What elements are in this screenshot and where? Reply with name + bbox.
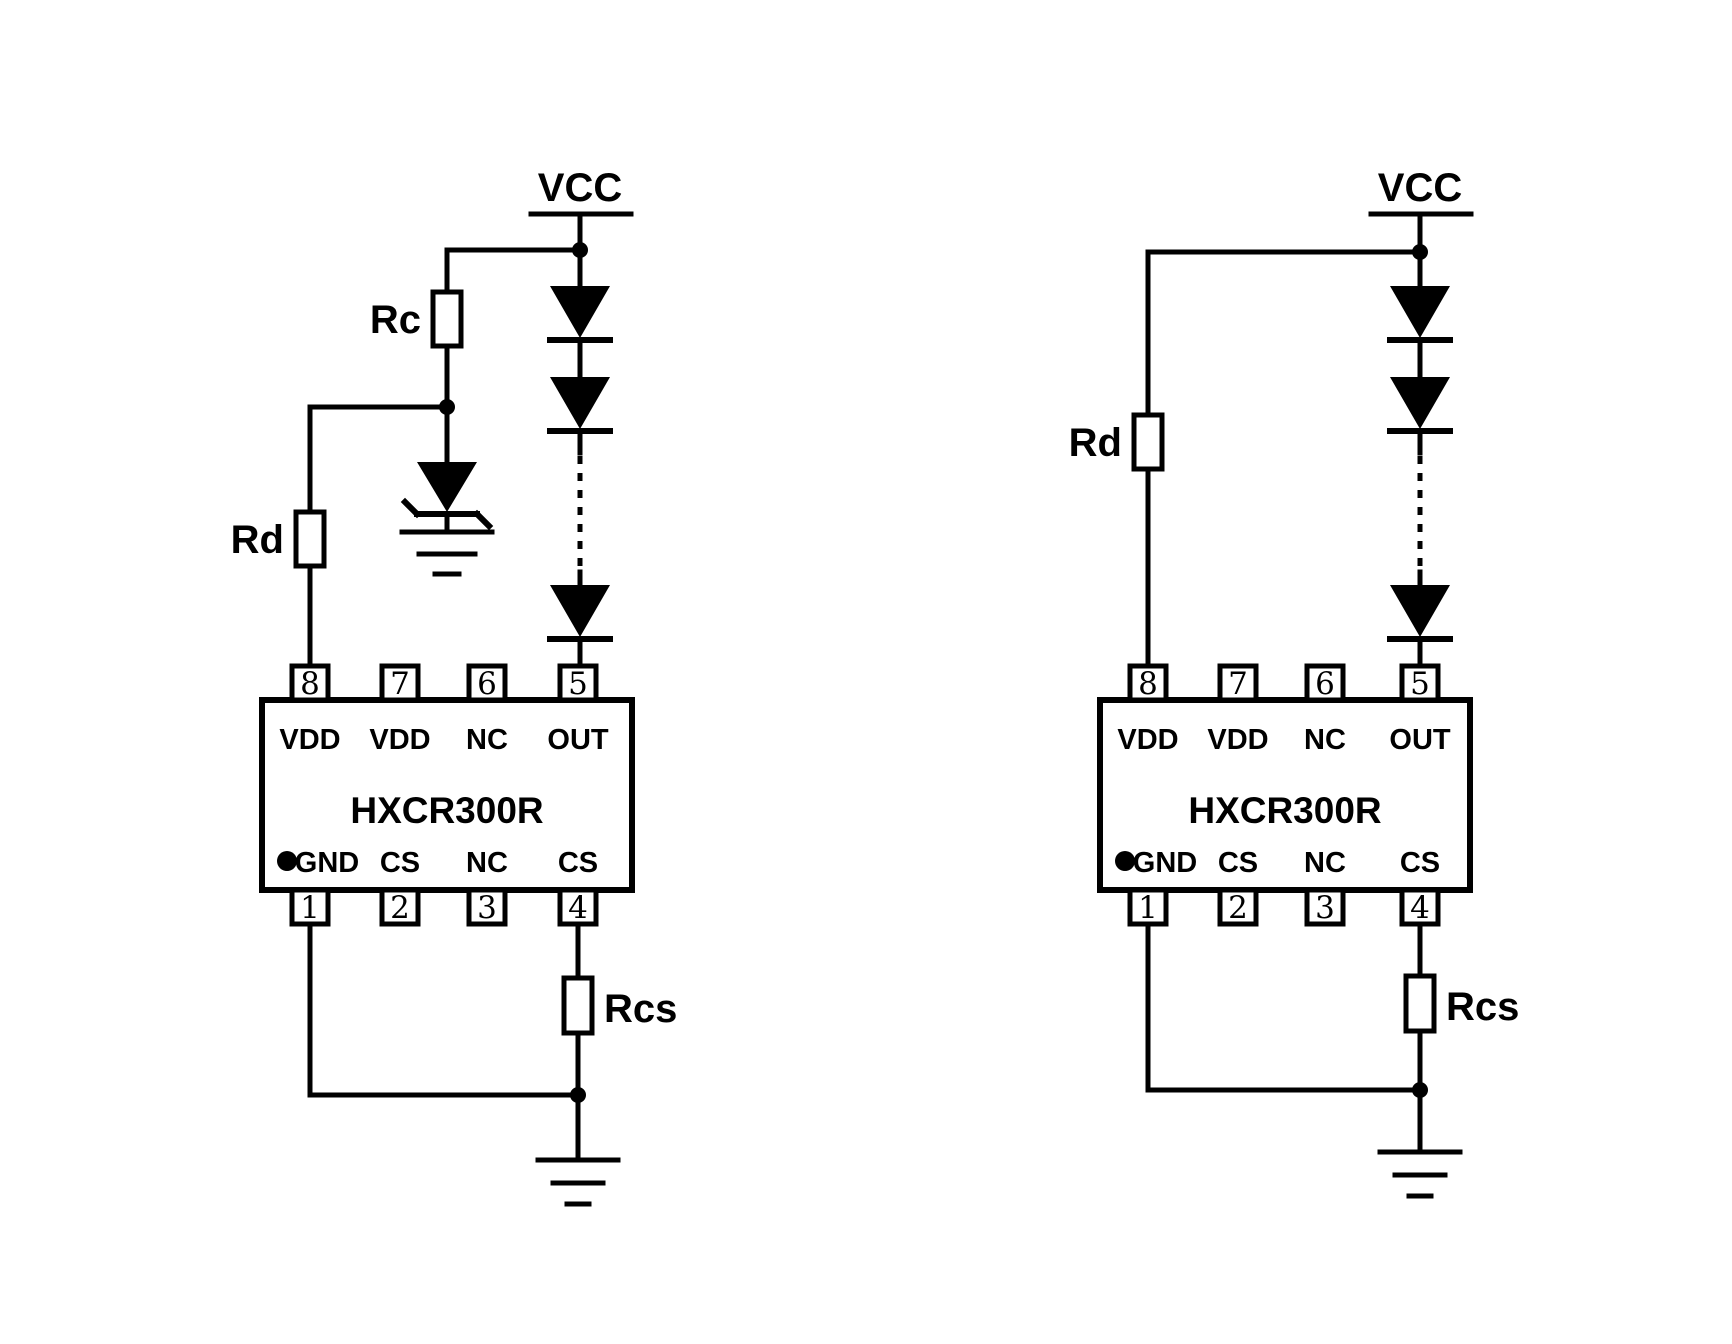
pin-label-nc: NC xyxy=(1304,724,1346,756)
pin-box xyxy=(1399,887,1441,927)
zener-tick xyxy=(472,509,494,531)
pin-label-vdd: VDD xyxy=(369,724,430,756)
pin-label-vdd: VDD xyxy=(279,724,340,756)
pin-box xyxy=(1304,663,1346,703)
left-circuit: VCC Rc Rd xyxy=(231,166,677,1207)
led-diode xyxy=(550,377,610,429)
pin-box-5: 5 xyxy=(1399,663,1441,703)
vcc-label: VCC xyxy=(1378,166,1462,210)
pin-label-nc: NC xyxy=(1304,847,1346,879)
pin-box xyxy=(557,663,599,703)
led-diode xyxy=(1390,286,1450,338)
pin-number: 4 xyxy=(568,890,588,926)
pin-box-7: 7 xyxy=(1217,663,1259,703)
pin-box-5: 5 xyxy=(557,663,599,703)
ic-body xyxy=(259,697,635,893)
pin-box xyxy=(1304,887,1346,927)
pin-label-vdd: VDD xyxy=(1117,724,1178,756)
pin-box-8: 8 xyxy=(1127,663,1169,703)
pin-label-cs: CS xyxy=(1400,847,1440,879)
pin-label-vdd: VDD xyxy=(1207,724,1268,756)
led-diode xyxy=(550,585,610,637)
ic-name: HXCR300R xyxy=(350,790,543,831)
ic-name: HXCR300R xyxy=(1188,790,1381,831)
pin1-indicator-dot xyxy=(1115,851,1135,871)
pin-box xyxy=(466,887,508,927)
ground-symbol xyxy=(535,1157,621,1207)
pin-label-cs: CS xyxy=(558,847,598,879)
pin-label-gnd: GND xyxy=(295,847,359,879)
resistor-rc xyxy=(430,289,464,349)
pin-number: 8 xyxy=(1138,666,1158,702)
rcs-label: Rcs xyxy=(604,987,677,1031)
pin-box-6: 6 xyxy=(466,663,508,703)
pin-number: 2 xyxy=(390,890,410,926)
pin-number: 5 xyxy=(568,666,588,702)
pin-box-4: 4 xyxy=(557,887,599,927)
pin-number: 3 xyxy=(1315,890,1335,926)
pin-number: 5 xyxy=(1410,666,1430,702)
led-diode xyxy=(550,286,610,338)
pin-box xyxy=(1217,887,1259,927)
zener-tick xyxy=(400,497,422,519)
pin-box-1: 1 xyxy=(289,887,331,927)
rcs-label: Rcs xyxy=(1446,985,1519,1029)
led-diode xyxy=(1390,377,1450,429)
pin-box-8: 8 xyxy=(289,663,331,703)
pin-label-gnd: GND xyxy=(1133,847,1197,879)
pin-box-1: 1 xyxy=(1127,887,1169,927)
ic-body xyxy=(1097,697,1473,893)
pin-label-cs: CS xyxy=(1218,847,1258,879)
pin-number: 7 xyxy=(1228,666,1248,702)
pin-number: 6 xyxy=(1315,666,1335,702)
resistor-rcs xyxy=(561,975,595,1036)
pin-number: 1 xyxy=(1138,890,1158,926)
pin-label-nc: NC xyxy=(466,724,508,756)
pin-box xyxy=(289,663,331,703)
pin-box-4: 4 xyxy=(1399,887,1441,927)
right-circuit: VCC Rd 8 7 xyxy=(1069,166,1519,1199)
pin-box xyxy=(1217,663,1259,703)
pin-box xyxy=(1399,663,1441,703)
ground-symbol xyxy=(399,529,495,577)
rd-label: Rd xyxy=(231,518,284,562)
pin-number: 3 xyxy=(477,890,497,926)
pin-box-2: 2 xyxy=(379,887,421,927)
pin-label-out: OUT xyxy=(1389,724,1451,756)
pin-box-2: 2 xyxy=(1217,887,1259,927)
pin-number: 2 xyxy=(1228,890,1248,926)
pin-box xyxy=(379,663,421,703)
pin-box-3: 3 xyxy=(1304,887,1346,927)
pin-box-6: 6 xyxy=(1304,663,1346,703)
led-diode xyxy=(1390,585,1450,637)
pin-box xyxy=(557,887,599,927)
pin-label-out: OUT xyxy=(547,724,609,756)
pin-number: 7 xyxy=(390,666,410,702)
zener-diode xyxy=(417,462,477,512)
rd-label: Rd xyxy=(1069,421,1122,465)
pin-number: 4 xyxy=(1410,890,1430,926)
resistor-rd xyxy=(1131,412,1165,472)
pin-number: 1 xyxy=(300,890,320,926)
ground-symbol xyxy=(1377,1149,1463,1199)
rc-label: Rc xyxy=(370,298,421,342)
pin-label-cs: CS xyxy=(380,847,420,879)
resistor-rd xyxy=(293,509,327,569)
pin-number: 6 xyxy=(477,666,497,702)
pin-box-7: 7 xyxy=(379,663,421,703)
pin-box xyxy=(379,887,421,927)
pin-box-3: 3 xyxy=(466,887,508,927)
resistor-rcs xyxy=(1403,973,1437,1034)
pin-box xyxy=(466,663,508,703)
pin-label-nc: NC xyxy=(466,847,508,879)
pin-number: 8 xyxy=(300,666,320,702)
pin1-indicator-dot xyxy=(277,851,297,871)
vcc-label: VCC xyxy=(538,166,622,210)
pin-box xyxy=(1127,663,1169,703)
